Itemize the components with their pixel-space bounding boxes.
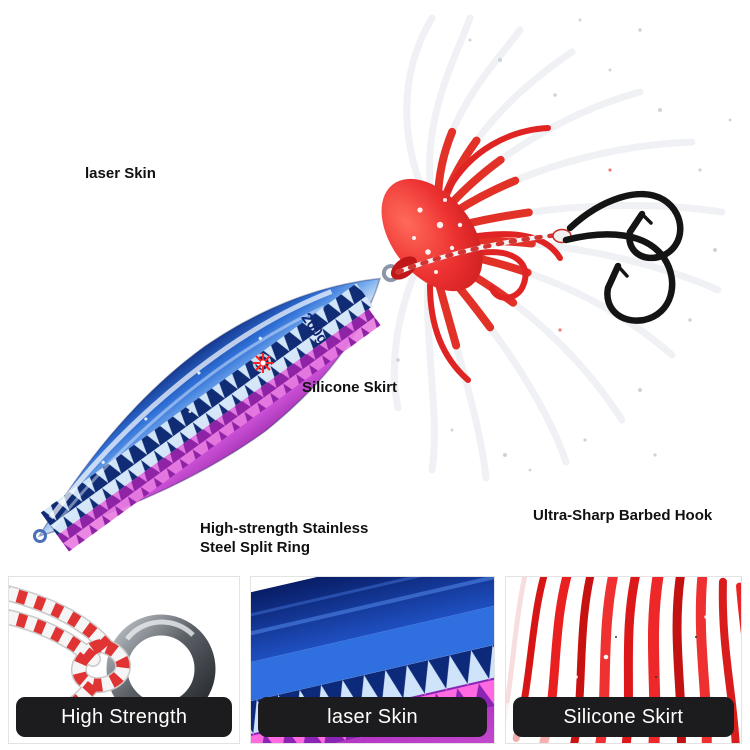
detail-cards-row: High Strength [8, 576, 742, 746]
jig-body: 200g [37, 264, 400, 552]
barbed-hooks [562, 190, 684, 324]
detail-card-silicone-skirt: Silicone Skirt [504, 576, 742, 744]
caption-high-strength: High Strength [16, 697, 233, 737]
detail-card-laser-skin: laser Skin [250, 576, 495, 744]
label-barbed-hook: Ultra-Sharp Barbed Hook [533, 507, 713, 524]
skirt-tentacles [390, 14, 726, 482]
label-split-ring: High-strength Stainless Steel Split Ring [200, 519, 368, 557]
tail-eyelet [33, 529, 47, 543]
caption-silicone-skirt: Silicone Skirt [512, 697, 734, 737]
caption-laser-skin: laser Skin [258, 697, 487, 737]
lure-illustration: 200g [33, 14, 732, 552]
label-laser-skin: laser Skin [85, 165, 156, 182]
split-ring-marker [252, 353, 273, 373]
label-silicone-skirt: Silicone Skirt [302, 379, 398, 396]
label-split-ring-line2: Steel Split Ring [200, 539, 311, 556]
detail-card-high-strength: High Strength [8, 576, 241, 744]
glitter-speckles [396, 18, 732, 472]
label-split-ring-line1: High-strength Stainless [200, 520, 369, 537]
